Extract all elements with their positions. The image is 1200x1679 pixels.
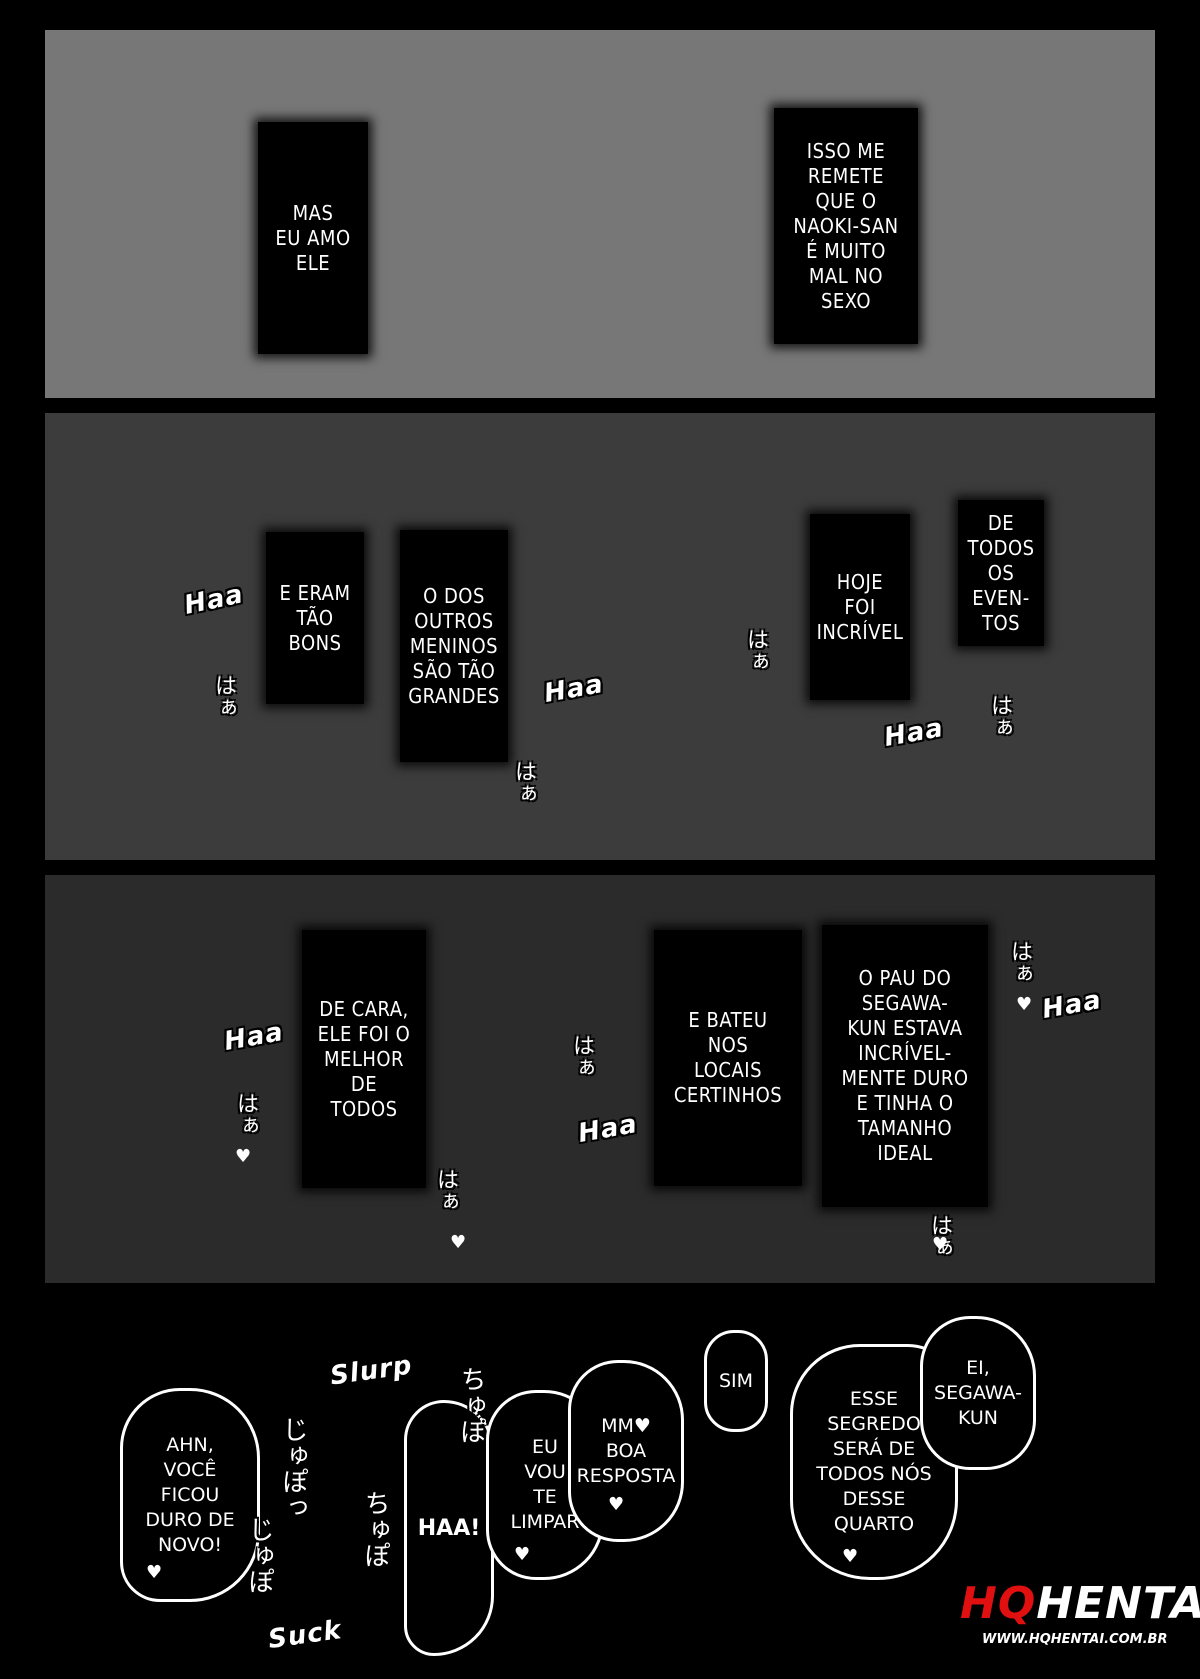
- heart-icon: ♥: [1016, 994, 1033, 1015]
- bubble-mm-boa-resposta: MM♥ BOA RESPOSTA: [568, 1360, 684, 1542]
- caption-de-cara: DE CARA, ELE FOI O MELHOR DE TODOS: [302, 930, 426, 1188]
- panel-3: [45, 875, 1155, 1283]
- sfx-chupo: ちゅぽ: [456, 1366, 486, 1444]
- sfx-jupo: じゅぽ: [244, 1516, 274, 1594]
- sfx-haa-jp: はぁ: [433, 1168, 458, 1212]
- sfx-haa-jp: はぁ: [987, 694, 1012, 738]
- bubble-ei-segawa-kun: EI, SEGAWA- KUN: [920, 1316, 1036, 1470]
- heart-icon: ♥: [514, 1544, 531, 1565]
- sfx-jupo: じゅぽっ: [278, 1416, 308, 1520]
- sfx-haa-jp: はぁ: [511, 760, 536, 804]
- heart-icon: ♥: [235, 1146, 252, 1167]
- logo-text: HQHENTAI: [960, 1578, 1200, 1629]
- caption-eram-tao-bons: E ERAM TÃO BONS: [266, 532, 364, 704]
- sfx-haa-jp: はぁ: [743, 628, 768, 672]
- logo-hq: HQ: [960, 1578, 1037, 1629]
- caption-naoki-san: ISSO ME REMETE QUE O NAOKI-SAN É MUITO M…: [774, 108, 918, 344]
- sfx-haa-jp: はぁ: [927, 1214, 952, 1258]
- heart-icon: ♥: [146, 1562, 163, 1583]
- sfx-suck: Suck: [266, 1614, 344, 1656]
- logo-url: WWW.HQHENTAI.COM.BR: [982, 1632, 1168, 1647]
- heart-icon: ♥: [608, 1494, 625, 1515]
- bubble-sim: SIM: [704, 1330, 768, 1432]
- bubble-ahn-voce-ficou-duro: AHN, VOCÊ FICOU DURO DE NOVO!: [120, 1388, 260, 1602]
- sfx-haa-jp: はぁ: [233, 1092, 258, 1136]
- panel-1: [45, 30, 1155, 398]
- caption-mas-eu-amo-ele: MAS EU AMO ELE: [258, 122, 368, 354]
- caption-outros-meninos: O DOS OUTROS MENINOS SÃO TÃO GRANDES: [400, 530, 508, 762]
- logo-hentai: HENTAI: [1036, 1578, 1200, 1629]
- sfx-slurp: Slurp: [328, 1350, 415, 1392]
- sfx-haa-jp: はぁ: [569, 1034, 594, 1078]
- sfx-haa-jp: はぁ: [211, 674, 236, 718]
- heart-icon: ♥: [450, 1232, 467, 1253]
- hqhentai-logo: HQHENTAI WWW.HQHENTAI.COM.BR: [960, 1578, 1200, 1658]
- caption-pau-do-segawa: O PAU DO SEGAWA- KUN ESTAVA INCRÍVEL- ME…: [822, 925, 988, 1207]
- caption-e-bateu: E BATEU NOS LOCAIS CERTINHOS: [654, 930, 802, 1186]
- heart-icon: ♥: [932, 1234, 949, 1255]
- heart-icon: ♥: [842, 1546, 859, 1567]
- sfx-haa-jp: はぁ: [1007, 940, 1032, 984]
- sfx-chupo: ちゅぽ: [360, 1490, 390, 1568]
- caption-hoje-foi-incrivel: HOJE FOI INCRÍVEL: [810, 514, 910, 700]
- caption-de-todos-os-eventos: DE TODOS OS EVEN- TOS: [958, 500, 1044, 646]
- bubble-haa: HAA!: [404, 1400, 494, 1656]
